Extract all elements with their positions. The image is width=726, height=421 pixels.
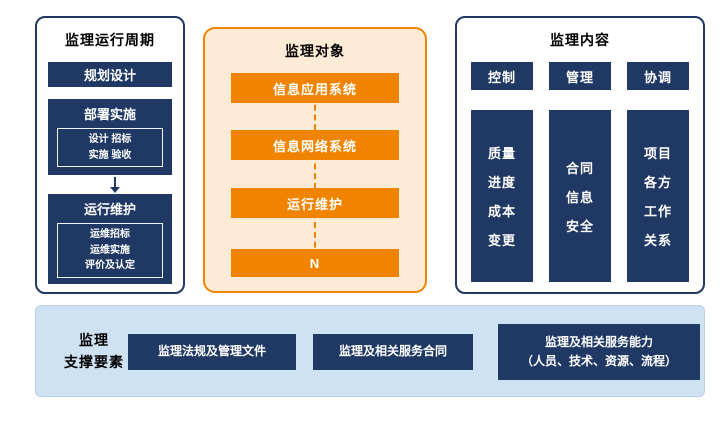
vertical-dashed-line (314, 85, 316, 277)
support-item-label: 监理及相关服务能力 (544, 334, 653, 349)
content-item: 信息 (565, 189, 594, 205)
maintenance-title: 运行维护 (83, 202, 136, 217)
arrow-dash-line (114, 177, 116, 187)
dashed-down-arrow (109, 177, 121, 193)
column-management-items: 合同 信息 安全 (549, 110, 611, 282)
header-management: 管理 (549, 62, 611, 90)
maintenance-step-line: 运维招标 (90, 229, 130, 240)
support-title-line: 支撑要素 (64, 354, 124, 370)
content-item: 合同 (565, 160, 594, 176)
content-item: 工作 (643, 204, 672, 219)
box-service-capability: 监理及相关服务能力 （人员、技术、资源、流程） (498, 324, 700, 380)
maintenance-step-line: 评价及认定 (85, 260, 135, 271)
content-item: 变更 (487, 233, 516, 248)
content-item: 关系 (643, 233, 672, 248)
planning-design-label: 规划设计 (83, 68, 136, 83)
panel-supervision-objects: 监理对象 信息应用系统 信息网络系统 运行维护 N (203, 27, 427, 293)
support-item-label: 监理及相关服务合同 (338, 344, 447, 359)
header-label: 控制 (487, 69, 516, 85)
box-operation-maintenance-object: 运行维护 (231, 188, 399, 218)
object-label: 信息网络系统 (272, 138, 357, 154)
box-operation-maintenance: 运行维护 运维招标 运维实施 评价及认定 (48, 194, 172, 284)
content-item: 进度 (487, 175, 516, 190)
content-item: 成本 (487, 204, 516, 219)
content-item: 质量 (487, 146, 516, 161)
box-planning-design: 规划设计 (48, 62, 172, 87)
content-panel-title: 监理内容 (550, 32, 610, 48)
objects-panel-title: 监理对象 (285, 43, 345, 59)
maintenance-steps-box: 运维招标 运维实施 评价及认定 (57, 223, 163, 278)
object-label: N (309, 255, 321, 271)
deployment-title: 部署实施 (83, 107, 136, 122)
box-object-n: N (231, 249, 399, 277)
box-service-contract: 监理及相关服务合同 (313, 334, 473, 370)
support-item-label: 监理法规及管理文件 (157, 344, 266, 359)
deployment-steps-box: 设计 招标 实施 验收 (57, 128, 163, 167)
box-info-application-system: 信息应用系统 (231, 73, 399, 103)
deployment-step-line: 实施 验收 (88, 149, 132, 161)
deployment-step-line: 设计 招标 (88, 134, 132, 145)
panel-support-elements: 监理 支撑要素 监理法规及管理文件 监理及相关服务合同 监理及相关服务能力 （人… (35, 305, 705, 397)
object-label: 运行维护 (286, 196, 343, 212)
content-item: 各方 (643, 175, 672, 190)
column-coordination-items: 项目 各方 工作 关系 (627, 110, 689, 282)
content-item: 安全 (565, 218, 594, 234)
box-regulations-documents: 监理法规及管理文件 (128, 334, 296, 370)
content-item: 项目 (643, 146, 672, 161)
object-label: 信息应用系统 (272, 81, 357, 97)
support-title-line: 监理 (79, 331, 109, 348)
header-coordination: 协调 (627, 62, 689, 90)
box-deployment-implementation: 部署实施 设计 招标 实施 验收 (48, 99, 172, 175)
header-label: 管理 (565, 69, 594, 85)
panel-supervision-content: 监理内容 控制 管理 协调 质量 进度 成本 变更 合同 信息 安全 项目 各方… (455, 16, 705, 294)
arrow-head (110, 187, 120, 193)
panel-supervision-cycle: 监理运行周期 规划设计 部署实施 设计 招标 实施 验收 运行维护 运维招标 运… (35, 16, 185, 294)
header-control: 控制 (471, 62, 533, 90)
header-label: 协调 (643, 69, 672, 85)
support-panel-title: 监理 支撑要素 (51, 306, 137, 396)
cycle-panel-title: 监理运行周期 (65, 32, 155, 48)
maintenance-step-line: 运维实施 (90, 244, 130, 256)
support-item-sublabel: （人员、技术、资源、流程） (520, 354, 677, 368)
column-control-items: 质量 进度 成本 变更 (471, 110, 533, 282)
box-info-network-system: 信息网络系统 (231, 130, 399, 160)
